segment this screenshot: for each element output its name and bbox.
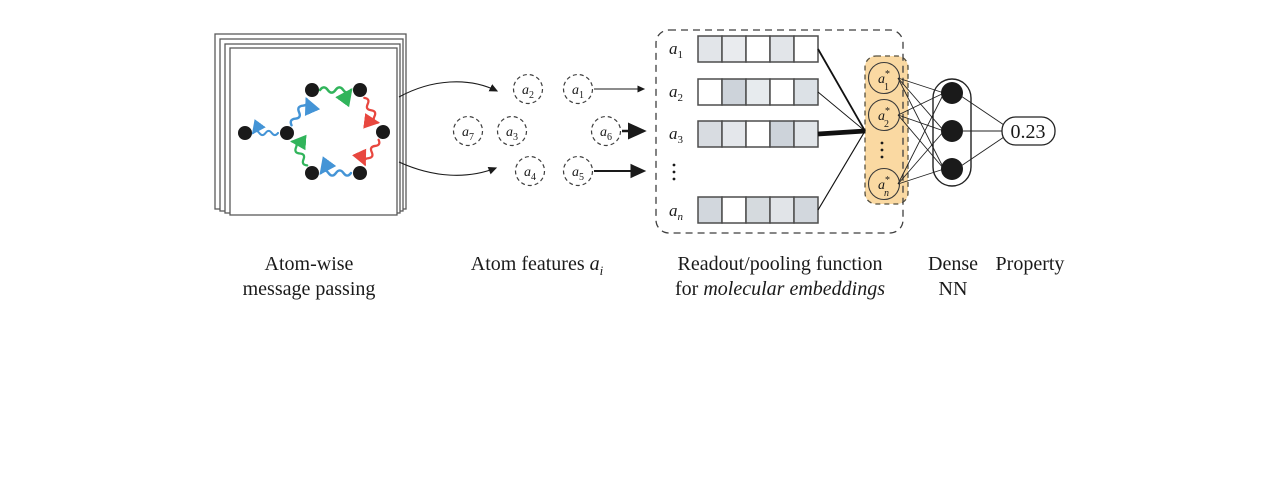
atom-node [353, 166, 367, 180]
curved-arrow-top [398, 81, 499, 98]
atom-node [280, 126, 294, 140]
embedding-cell [769, 120, 795, 148]
feature-label-a7: a7 [462, 125, 474, 143]
pooled-label-a2star: a*2 [878, 106, 890, 130]
caption-message-passing: Atom-wise message passing [242, 253, 376, 300]
embedding-cell [721, 196, 747, 224]
feature-to-readout-arrows [594, 85, 647, 179]
pooled-circle-a2star [867, 98, 901, 132]
message-passing-panel [214, 33, 407, 216]
embedding-cell [745, 196, 771, 224]
pooled-to-nn-lines [897, 77, 945, 185]
nn-neuron [941, 120, 963, 142]
feature-label-a3: a3 [506, 125, 518, 143]
feature-label-a4: a4 [524, 165, 536, 183]
row-label-a1: a1 [669, 39, 683, 61]
property-value: 0.23 [1011, 121, 1046, 143]
embedding-cell [745, 35, 771, 63]
message-arrow-red-upper [363, 96, 381, 129]
feature-circle-a7 [452, 115, 484, 147]
dense-nn-neurons [941, 82, 963, 180]
curved-arrow-bottom [398, 161, 498, 176]
pool-line-an [817, 130, 866, 211]
property-value-box [1001, 116, 1056, 146]
atom-nodes [238, 83, 390, 180]
embedding-cell [697, 78, 723, 106]
nn-neuron [941, 82, 963, 104]
embedding-cell [769, 35, 795, 63]
readout-box [655, 29, 904, 234]
feature-circle-a2 [512, 73, 544, 105]
message-arrow-blue-upper-left [289, 96, 321, 127]
feature-circle-a5 [562, 155, 594, 187]
atom-node [305, 83, 319, 97]
embedding-cell [793, 120, 819, 148]
embedding-row-an [697, 196, 819, 224]
embedding-cell [769, 196, 795, 224]
panel-to-features-arrows [398, 81, 499, 176]
embedding-cell [721, 120, 747, 148]
embedding-cell [745, 120, 771, 148]
feature-label-a6: a6 [600, 125, 612, 143]
pool-line-a3 [817, 128, 866, 137]
atom-node [353, 83, 367, 97]
pooled-atom-circles: a*1 a*2 a*n [867, 61, 901, 201]
embedding-cell [697, 196, 723, 224]
embedding-cell [769, 78, 795, 106]
embedding-cell [793, 196, 819, 224]
readout-rows: a1 a2 a3 an [669, 35, 819, 224]
embedding-cell [721, 35, 747, 63]
caption-property: Property [995, 253, 1065, 275]
row-label-a2: a2 [669, 82, 683, 104]
embedding-cell [745, 78, 771, 106]
embedding-row-a1 [697, 35, 819, 63]
pool-line-a1 [817, 48, 866, 132]
pooling-lines [817, 48, 866, 211]
pooled-circle-anstar [867, 167, 901, 201]
embedding-row-a3 [697, 120, 819, 148]
feature-circle-a4 [514, 155, 546, 187]
feature-circle-a1 [562, 73, 594, 105]
message-arrow-red-lower [352, 138, 381, 167]
embedding-cell [793, 35, 819, 63]
nn-to-property-lines [960, 95, 1005, 167]
embedding-vectors [697, 35, 819, 224]
feature-circle-a3 [496, 115, 528, 147]
caption-readout: Readout/pooling function for molecular e… [675, 253, 885, 300]
feature-circle-a6 [590, 115, 622, 147]
row-label-a3: a3 [669, 124, 684, 146]
caption-dense-nn: Dense NN [928, 253, 978, 300]
atom-node [238, 126, 252, 140]
embedding-cell [793, 78, 819, 106]
embedding-cell [697, 35, 723, 63]
pool-line-a2 [817, 91, 866, 132]
pooled-circle-a1star [867, 61, 901, 95]
feature-label-a5: a5 [572, 165, 584, 183]
caption-atom-features: Atom features ai [470, 253, 604, 278]
pooled-ellipsis-dots [880, 141, 884, 159]
row-ellipsis-dots [672, 163, 676, 181]
feature-label-a1: a1 [572, 83, 584, 101]
message-arrow-blue-branch [251, 119, 280, 137]
embedding-row-a2 [697, 78, 819, 106]
embedding-cell [721, 78, 747, 106]
molecular-graph [238, 83, 390, 180]
row-label-an: an [669, 201, 684, 223]
message-arrow-blue-bottom [319, 156, 353, 177]
pooled-label-anstar: a*n [878, 175, 890, 199]
message-arrow-green-left [289, 134, 309, 167]
feature-label-a2: a2 [522, 83, 534, 101]
embedding-cell [697, 120, 723, 148]
pooled-label-a1star: a*1 [878, 69, 890, 93]
atom-feature-circles: a2 a1 a7 a3 a6 a4 a5 [452, 73, 622, 187]
atom-node [305, 166, 319, 180]
message-arrow-green-top [318, 86, 353, 108]
atom-node [376, 125, 390, 139]
nn-neuron [941, 158, 963, 180]
